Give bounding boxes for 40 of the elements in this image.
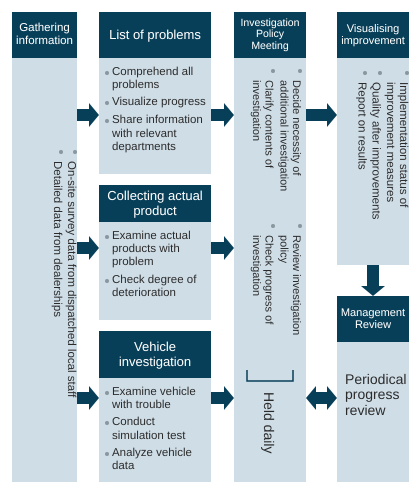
block-arrow [211, 236, 234, 260]
card-title: Management Review [337, 296, 409, 342]
bullet-text: Analyze vehicle data [112, 446, 193, 474]
body-text: Periodical progress review [344, 370, 408, 418]
bullet-text: On-site survey data from dispatched local staff [64, 160, 77, 398]
bullet-text: Comprehend all problems [112, 66, 194, 92]
block-arrow [211, 386, 234, 410]
card-title: Gathering information [12, 12, 77, 58]
bullet-text: Report on results [354, 82, 368, 170]
card-title: Investigation Policy Meeting [234, 12, 306, 58]
bullet-text: Clarify contents of investigation [249, 80, 275, 170]
process-card [337, 296, 409, 482]
process-card [99, 331, 211, 482]
bullet-text: Share information with relevant departments [112, 114, 204, 154]
card-title: List of problems [99, 12, 211, 58]
card-title: Vehicle investigation [99, 331, 211, 378]
note-text: Held daily [262, 392, 276, 454]
block-arrow [77, 236, 99, 260]
bullet-text: Conduct simulation test [112, 416, 187, 443]
process-card [234, 12, 306, 482]
bullet-text: Visualize progress [112, 96, 206, 110]
block-arrow [77, 386, 99, 410]
card-title: Collecting actual product [99, 185, 211, 222]
bullet-text: Detailed data from dealerships [50, 160, 63, 317]
bullet-text: Check progress of investigation [249, 235, 275, 326]
block-arrow [361, 265, 385, 296]
process-card [99, 12, 211, 174]
process-card [12, 12, 77, 482]
block-arrow [306, 103, 337, 127]
card-title: Visualising improvement [337, 12, 409, 58]
bullet-text: Examine actual products with problem [112, 230, 192, 270]
block-arrow [211, 103, 234, 127]
bullet-text: Examine vehicle with trouble [112, 386, 197, 412]
bullet-text: Implementation status of improvement measures [382, 82, 409, 210]
process-card [337, 12, 409, 265]
block-arrow [306, 386, 337, 410]
bullet-text: Check degree of deterioration [112, 274, 198, 300]
bullet-text: Quality after improvements [368, 82, 382, 219]
block-arrow [77, 103, 99, 127]
process-card [99, 185, 211, 320]
